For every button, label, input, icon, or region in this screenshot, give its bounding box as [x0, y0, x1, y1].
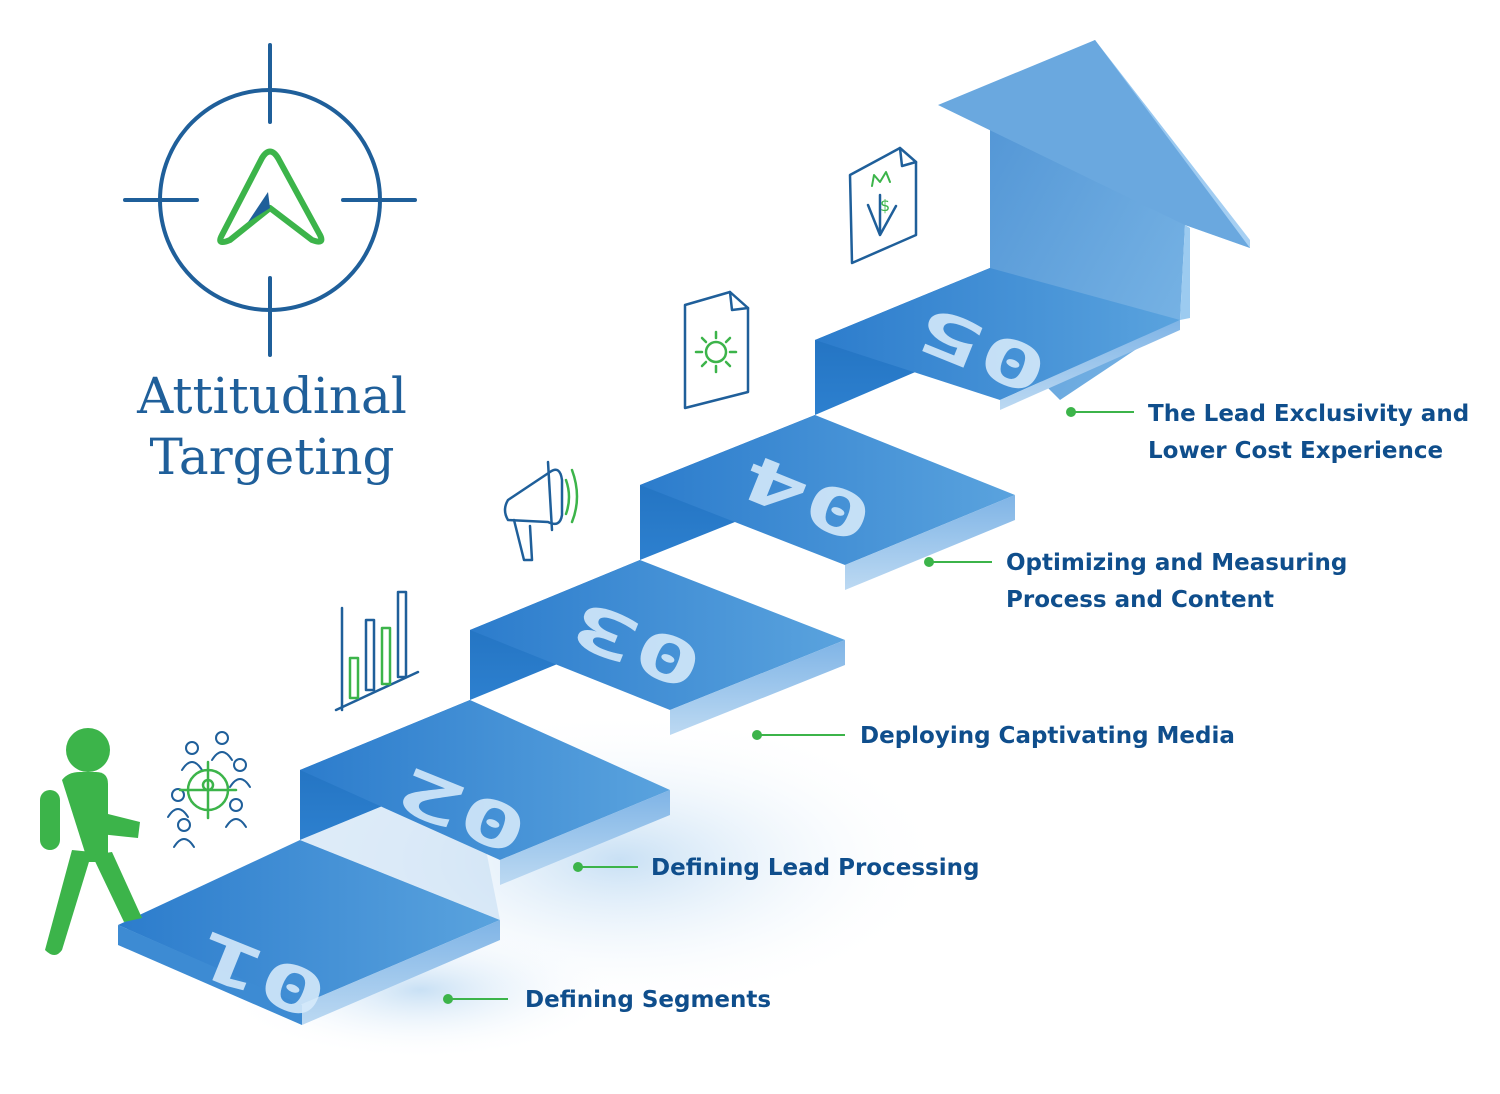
step-03-tread	[470, 560, 845, 710]
step-05-tread	[815, 268, 1180, 400]
invoice-document-icon: $	[848, 146, 918, 265]
step-label-text: The Lead Exclusivity and	[1148, 401, 1469, 427]
megaphone-icon	[503, 460, 579, 562]
step-label-03: Deploying Captivating Media	[752, 723, 1235, 749]
step-01-tread	[118, 840, 500, 1005]
title-line-2: Targeting	[149, 428, 394, 486]
step-label-text: Optimizing and Measuring	[1006, 550, 1347, 576]
step-labels: Defining Segments Defining Lead Processi…	[443, 401, 1469, 1013]
gear-document-icon	[683, 290, 750, 410]
walking-person-icon	[40, 728, 142, 955]
step-label-02: Defining Lead Processing	[573, 855, 979, 881]
svg-text:$: $	[880, 196, 890, 215]
step-label-text: Defining Lead Processing	[651, 855, 979, 881]
step-02-tread	[300, 700, 670, 860]
step-label-05: The Lead Exclusivity and Lower Cost Expe…	[1066, 401, 1469, 464]
step-label-text: Deploying Captivating Media	[860, 723, 1235, 749]
audience-target-icon	[167, 731, 251, 848]
step-04-tread	[640, 415, 1015, 565]
step-label-04: Optimizing and Measuring Process and Con…	[924, 550, 1347, 613]
page-title: Attitudinal Targeting	[136, 367, 407, 486]
step-label-text: Lower Cost Experience	[1148, 438, 1443, 464]
title-line-1: Attitudinal	[136, 367, 407, 425]
crosshair-logo-icon	[123, 43, 417, 357]
step-label-01: Defining Segments	[443, 987, 771, 1013]
step-label-text: Process and Content	[1006, 587, 1274, 613]
bar-chart-icon	[334, 590, 420, 712]
staircase	[118, 268, 1180, 1025]
step-label-text: Defining Segments	[525, 987, 771, 1013]
